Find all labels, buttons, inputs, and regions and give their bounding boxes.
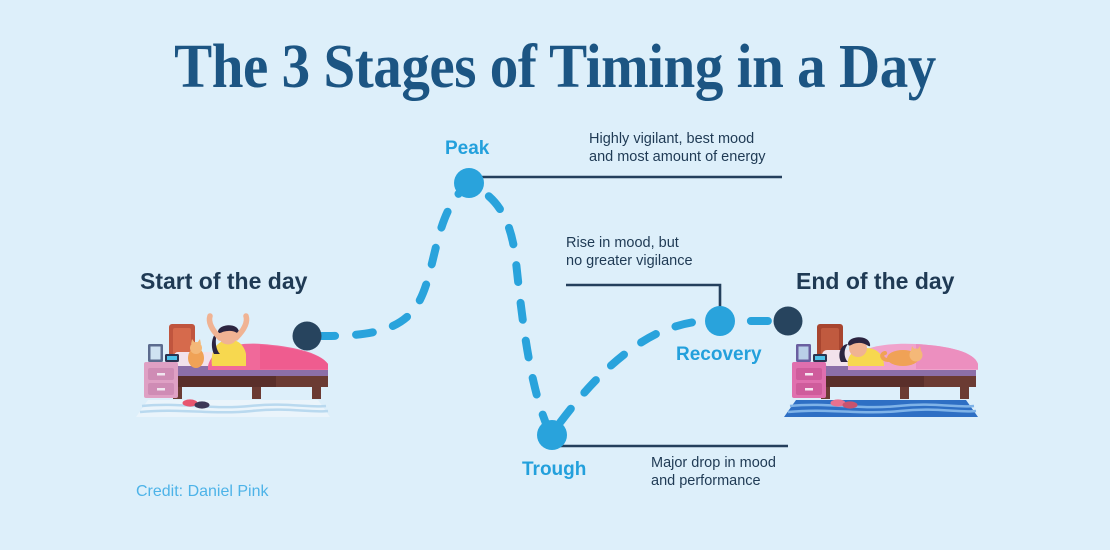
cat-icon bbox=[188, 348, 204, 368]
end-of-day-dot bbox=[773, 306, 803, 336]
credit-text: Credit: Daniel Pink bbox=[136, 483, 269, 500]
mood-curve-dashed-path bbox=[314, 179, 794, 443]
stage-label-recovery: Recovery bbox=[676, 344, 762, 365]
annotation-trough: Major drop in mood and performance bbox=[651, 455, 776, 489]
end-of-day-label: End of the day bbox=[796, 268, 955, 294]
night-rug-icon bbox=[784, 400, 978, 417]
peak-dot bbox=[454, 168, 484, 198]
stage-label-trough: Trough bbox=[522, 459, 587, 480]
page-title: The 3 Stages of Timing in a Day bbox=[174, 33, 936, 101]
annotation-peak: Highly vigilant, best mood and most amou… bbox=[589, 131, 766, 165]
stage-label-peak: Peak bbox=[445, 138, 490, 159]
slipper-icon bbox=[182, 399, 198, 407]
annotation-recovery: Rise in mood, but no greater vigilance bbox=[566, 235, 693, 269]
start-of-day-dot bbox=[292, 321, 322, 351]
slipper-icon bbox=[830, 399, 846, 407]
recovery-dot bbox=[705, 306, 735, 336]
trough-dot bbox=[537, 420, 567, 450]
start-of-day-label: Start of the day bbox=[140, 268, 308, 294]
person-waking-icon bbox=[211, 339, 246, 366]
